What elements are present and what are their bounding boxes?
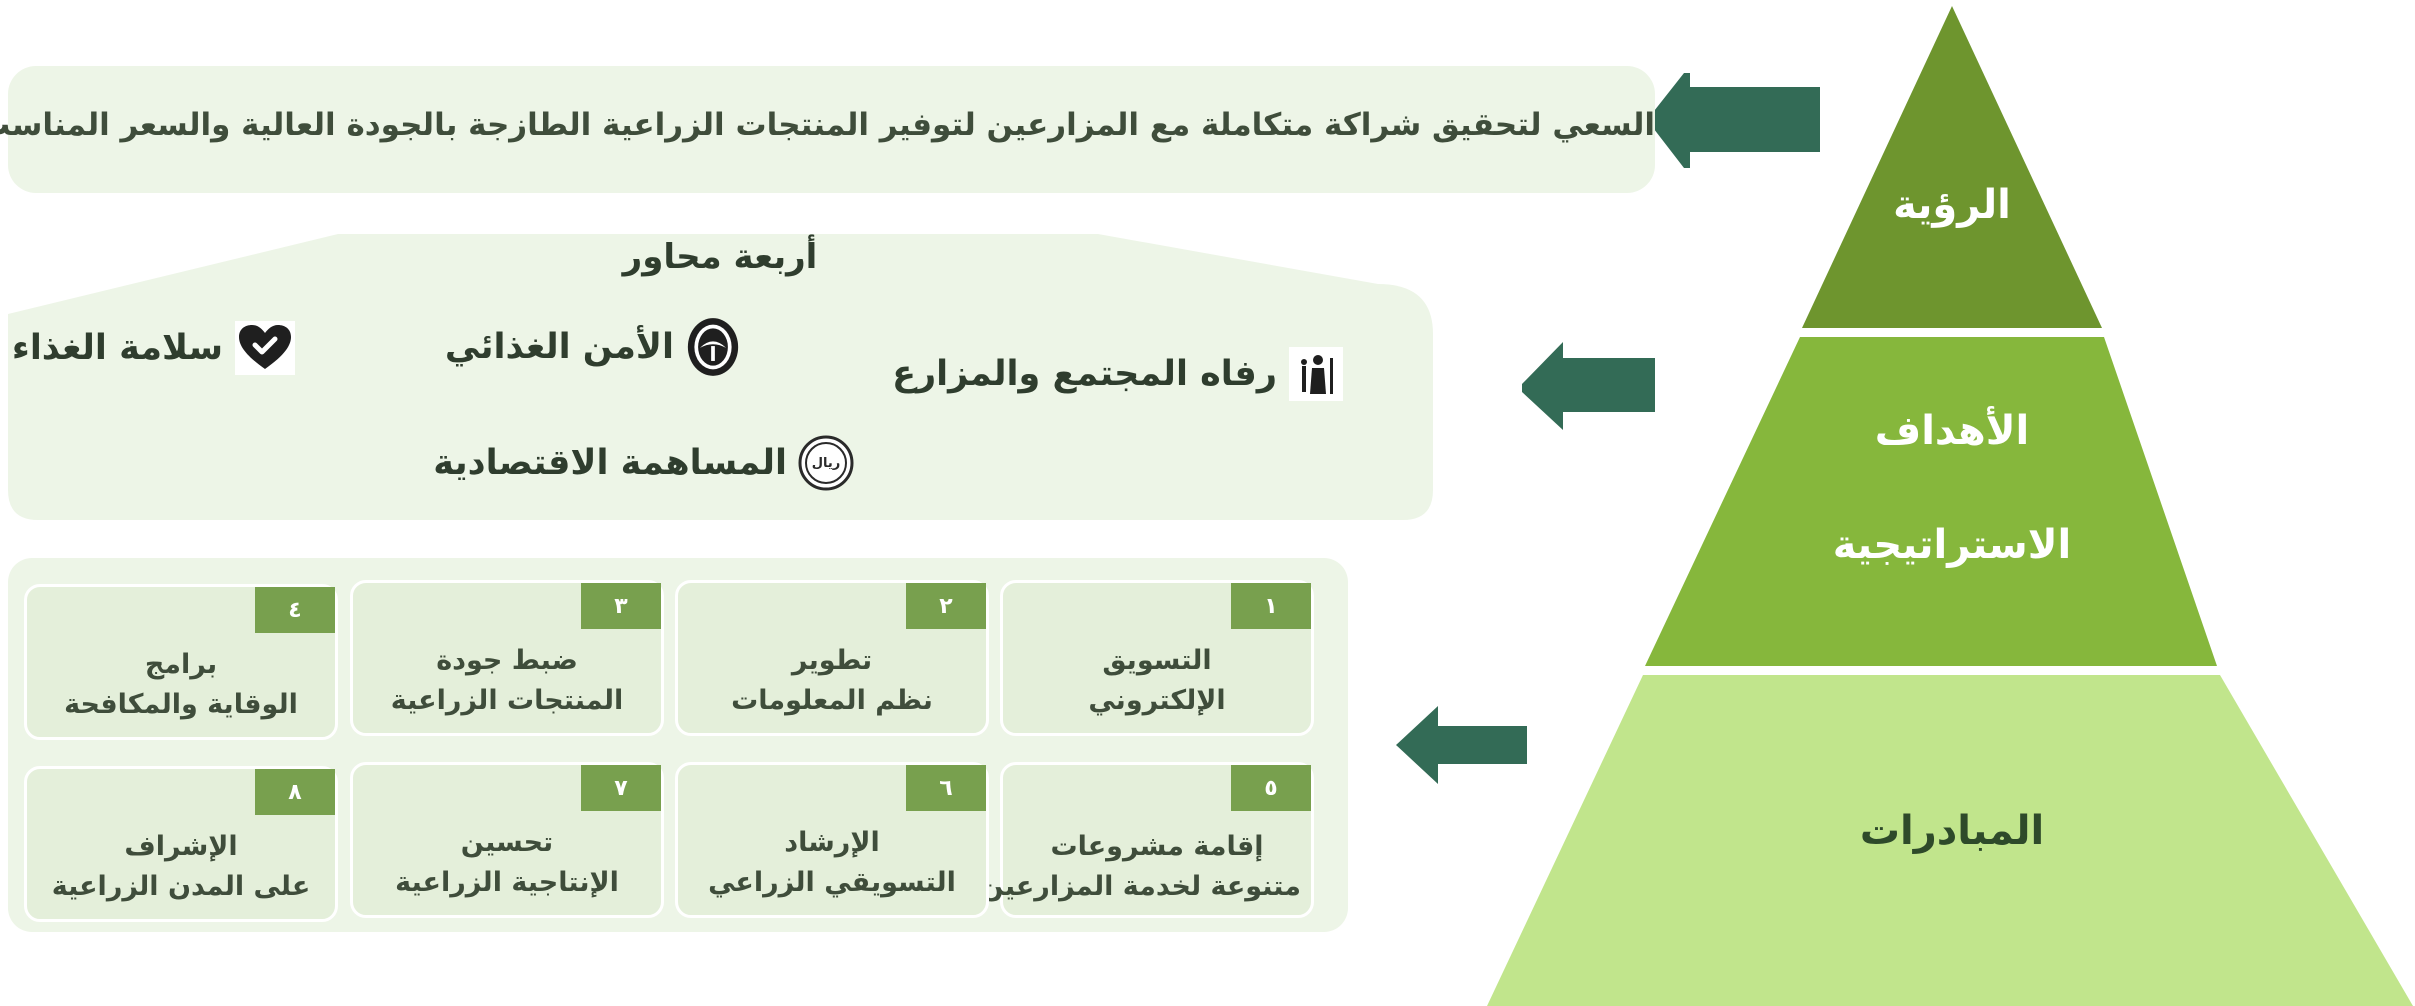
initiative-line1: تحسين [460,827,554,858]
pillar-label: الأمن الغذائي [444,327,674,367]
pyramid-initiatives-tier [1487,675,2413,1006]
vision-statement: السعي لتحقيق شراكة متكاملة مع المزارعين … [0,107,1655,143]
arrow-initiatives-icon [1396,706,1527,784]
initiative-line2: على المدن الزراعية [51,871,311,902]
riyal-coin-icon: ريال [798,435,854,491]
initiative-card: ٦ الإرشاد التسويقي الزراعي [675,762,989,918]
food-security-icon [686,318,740,376]
family-icon [1289,347,1343,401]
pyramid-vision-tier [1802,6,2102,328]
initiative-line2: نظم المعلومات [731,685,933,716]
initiative-card: ٢ تطوير نظم المعلومات [675,580,989,736]
pillars-box [8,234,1433,520]
initiative-line2: التسويقي الزراعي [708,867,956,898]
initiative-line1: تطوير [791,645,873,676]
initiative-text: إقامة مشروعات متنوعة لخدمة المزارعين [980,827,1301,907]
initiative-card: ٥ إقامة مشروعات متنوعة لخدمة المزارعين [980,762,1314,918]
pyramid-goals-label-1: الأهداف [1874,408,2030,454]
initiative-number: ٧ [581,765,661,811]
initiative-card: ٧ تحسين الإنتاجية الزراعية [350,762,664,918]
initiative-text: تحسين الإنتاجية الزراعية [363,823,651,903]
initiative-number: ٨ [255,769,335,815]
initiative-line2: متنوعة لخدمة المزارعين [980,871,1301,902]
initiative-line1: ضبط جودة [436,645,578,676]
arrow-vision-icon [1647,73,1820,168]
arrow-goals-icon [1522,342,1655,430]
vision-box: السعي لتحقيق شراكة متكاملة مع المزارعين … [0,66,1655,193]
initiative-text: برامج الوقاية والمكافحة [37,645,325,725]
initiative-line2: الوقاية والمكافحة [64,689,298,720]
pillar-community-welfare: رفاه المجتمع والمزارع [892,347,1343,401]
initiative-number: ٦ [906,765,986,811]
initiative-number: ٤ [255,587,335,633]
initiative-number: ٢ [906,583,986,629]
initiative-line1: الإشراف [124,831,238,862]
initiative-text: ضبط جودة المنتجات الزراعية [363,641,651,721]
initiative-text: الإشراف على المدن الزراعية [37,827,325,907]
pillar-food-security: الأمن الغذائي [444,318,740,376]
initiative-line2: الإلكتروني [1088,685,1226,716]
initiative-line1: برامج [144,649,218,680]
pyramid-vision-label: الرؤية [1893,182,2011,228]
initiative-text: الإرشاد التسويقي الزراعي [688,823,976,903]
initiative-line1: الإرشاد [784,827,880,858]
pillars-title: أربعة محاور [622,237,818,277]
pillar-economic-contribution: ريال المساهمة الاقتصادية [433,435,854,491]
initiative-number: ٣ [581,583,661,629]
pillar-label: سلامة الغذاء [11,328,223,368]
initiative-line2: المنتجات الزراعية [390,685,624,716]
initiative-card: ٤ برامج الوقاية والمكافحة [24,584,338,740]
initiative-number: ٥ [1231,765,1311,811]
initiative-text: التسويق الإلكتروني [1013,641,1301,721]
initiative-card: ٣ ضبط جودة المنتجات الزراعية [350,580,664,736]
initiative-line2: الإنتاجية الزراعية [395,867,619,898]
initiative-card: ٨ الإشراف على المدن الزراعية [24,766,338,922]
initiative-line1: إقامة مشروعات [1050,831,1264,862]
initiative-line1: التسويق [1102,645,1212,676]
pyramid-goals-tier [1645,337,2217,666]
initiative-text: تطوير نظم المعلومات [688,641,976,721]
pillar-label: المساهمة الاقتصادية [433,443,787,483]
coin-label: ريال [811,455,841,471]
pillar-food-safety: سلامة الغذاء [12,321,295,375]
pillar-label: رفاه المجتمع والمزارع [892,354,1277,394]
initiative-number: ١ [1231,583,1311,629]
initiative-card: ١ التسويق الإلكتروني [1000,580,1314,736]
heart-check-icon [235,321,295,375]
pyramid-initiatives-label: المبادرات [1859,808,2045,854]
pyramid-goals-label-2: الاستراتيجية [1832,522,2072,568]
